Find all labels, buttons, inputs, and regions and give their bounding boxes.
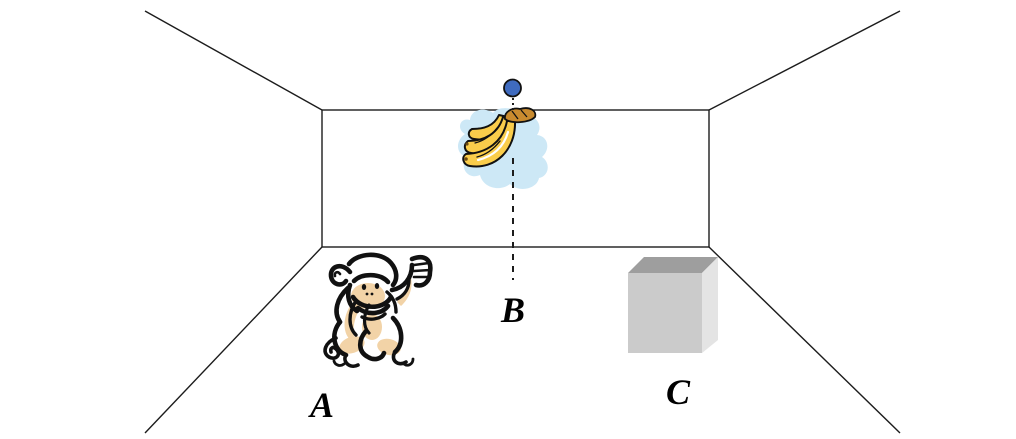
banana-ridge-2 bbox=[474, 127, 498, 144]
banana-ridge bbox=[476, 140, 501, 158]
monkey-nostril bbox=[370, 292, 374, 296]
monkey-left-foot bbox=[343, 353, 360, 368]
monkey-fingers bbox=[412, 261, 432, 279]
banana-stem-lines bbox=[511, 109, 528, 120]
label-c: C bbox=[666, 372, 691, 412]
monkey-chest-line bbox=[348, 299, 358, 337]
banana-tip bbox=[464, 157, 468, 161]
monkey-mouth bbox=[355, 303, 391, 316]
monkey-head bbox=[346, 252, 399, 288]
balloon bbox=[503, 78, 522, 110]
banana-tip bbox=[465, 142, 469, 146]
monkey-image bbox=[323, 252, 433, 368]
monkey-belly-patch bbox=[362, 314, 382, 340]
monkey-ear bbox=[328, 263, 353, 287]
monkey-right-leg bbox=[390, 315, 404, 355]
monkey-hip bbox=[332, 319, 349, 358]
banana-stem bbox=[504, 107, 537, 124]
monkey-right-toes bbox=[402, 357, 415, 367]
monkey-left-toes bbox=[332, 359, 346, 367]
box-right-face bbox=[702, 257, 718, 353]
monkey-nostril bbox=[365, 292, 369, 296]
banana-bottom bbox=[462, 120, 517, 168]
box bbox=[628, 257, 718, 353]
room-walls bbox=[144, 10, 901, 434]
monkey-brow bbox=[351, 272, 391, 285]
monkey-eye-left bbox=[361, 284, 367, 290]
box-front-face bbox=[628, 273, 702, 353]
monkey-arm-outer bbox=[389, 262, 415, 293]
floor-edge-right bbox=[708, 246, 901, 434]
monkey-shoulder bbox=[385, 290, 398, 314]
monkey-back bbox=[334, 285, 351, 325]
label-b: B bbox=[500, 290, 525, 330]
label-a: A bbox=[308, 385, 334, 425]
ceiling-edge-right bbox=[708, 10, 901, 111]
banana-highlight bbox=[476, 130, 510, 162]
balloon-circle bbox=[503, 78, 522, 98]
monkey-eye-right bbox=[374, 283, 380, 289]
bananas-image bbox=[458, 107, 548, 189]
floor-edge-left bbox=[144, 246, 323, 434]
monkey-hand bbox=[409, 254, 433, 288]
monkey-ear-curl bbox=[333, 270, 342, 278]
monkey-arm-inner bbox=[395, 278, 411, 301]
box-top-face bbox=[628, 257, 718, 273]
monkey-tail bbox=[323, 336, 341, 360]
monkey-front-leg bbox=[357, 328, 387, 362]
ceiling-edge-left bbox=[144, 10, 323, 111]
monkey-thigh-patch-left bbox=[339, 336, 365, 354]
monkey-right-foot bbox=[391, 350, 408, 366]
